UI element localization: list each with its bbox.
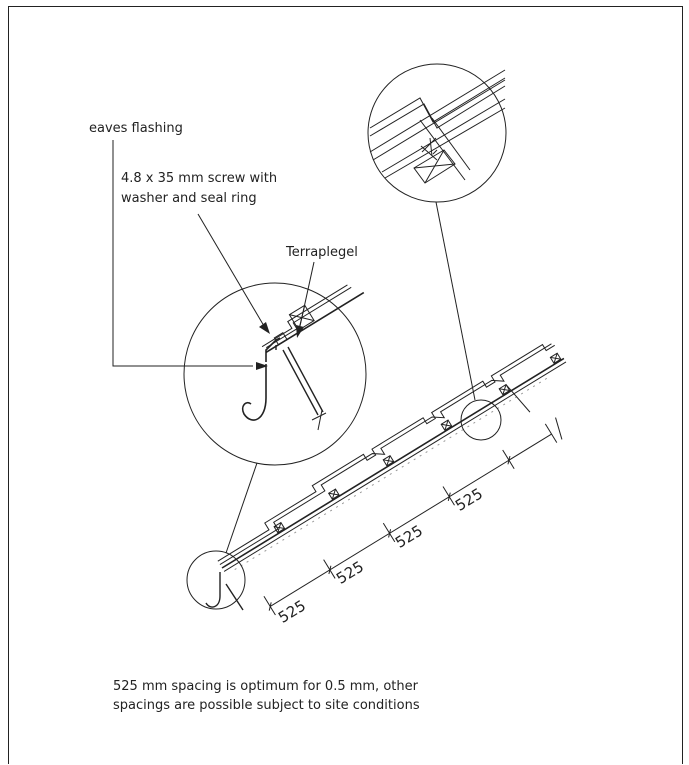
- screw-label-line2: washer and seal ring: [121, 191, 257, 206]
- fixing-clip: [549, 352, 562, 365]
- screw-label-line1: 4.8 x 35 mm screw with: [121, 171, 277, 186]
- eaves-detail-circle: [183, 282, 367, 466]
- roof-slope: [217, 343, 567, 616]
- note-line-1: 525 mm spacing is optimum for 0.5 mm, ot…: [113, 679, 418, 694]
- fixing-clip: [382, 454, 395, 467]
- dimension-label: 525: [275, 596, 309, 626]
- eaves-callout-circle: [186, 550, 246, 610]
- ridge-leader-line: [435, 201, 476, 401]
- overlap-detail: [369, 69, 506, 184]
- eaves-flashing-leader: [112, 140, 253, 367]
- terraplegel-label: Terraplegel: [285, 245, 358, 260]
- fixing-clip: [273, 521, 286, 534]
- fixing-clip: [498, 383, 511, 396]
- eaves-flashing-label: eaves flashing: [89, 121, 183, 136]
- overlap-detail-circle: [367, 63, 507, 203]
- ridge-callout-circle: [460, 399, 502, 441]
- dimension-line: [269, 433, 552, 607]
- gutter: [205, 572, 244, 611]
- screw-leader: [197, 213, 265, 327]
- fixing-clip: [440, 419, 453, 431]
- eaves-detail: [241, 284, 365, 431]
- note-line-2: spacings are possible subject to site co…: [113, 698, 420, 713]
- drawing-frame: [8, 6, 683, 764]
- eaves-leader-line: [225, 462, 258, 554]
- fixing-clip: [327, 488, 340, 500]
- dimension-label: 525: [333, 557, 367, 587]
- spacing-note: 525 mm spacing is optimum for 0.5 mm, ot…: [113, 677, 533, 715]
- dimension-label: 525: [392, 521, 426, 551]
- terraplegel-leader: [299, 261, 315, 327]
- dimension-label: 525: [452, 484, 486, 514]
